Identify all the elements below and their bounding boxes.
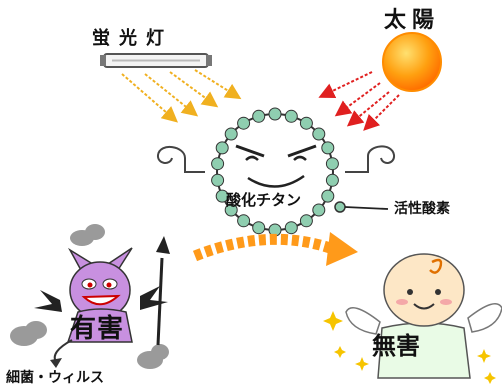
catalyst-bead — [252, 109, 266, 123]
catalyst-bead — [312, 203, 326, 217]
active-oxygen-label: 活性酸素 — [394, 201, 450, 217]
catalyst-bead — [211, 173, 225, 187]
catalyst-bead — [299, 214, 313, 228]
angel-icon — [345, 253, 502, 379]
reaction-arrow — [192, 232, 358, 266]
titanium-oxide-label: 酸化チタン — [226, 191, 302, 209]
catalyst-bead — [321, 189, 335, 203]
catalyst-bead — [312, 127, 326, 141]
trident-icon — [156, 236, 170, 346]
germ-devil-icon — [34, 247, 168, 368]
catalyst-bead — [215, 189, 229, 203]
bacteria-virus-label: 細菌・ウィルス — [6, 370, 104, 386]
fluorescent-lamp-icon — [100, 53, 212, 68]
titanium-oxide-character-icon — [157, 107, 396, 237]
catalyst-bead — [224, 203, 238, 217]
catalyst-bead — [215, 141, 229, 155]
catalyst-bead — [268, 107, 282, 121]
catalyst-bead — [284, 221, 298, 235]
catalyst-bead — [211, 157, 225, 171]
catalyst-bead — [224, 127, 238, 141]
harmless-label: 無害 — [372, 332, 420, 360]
sparkles — [323, 311, 496, 384]
catalyst-beads — [211, 107, 339, 237]
catalyst-bead — [325, 157, 339, 171]
active-oxygen-pointer — [334, 201, 389, 213]
lamp-rays — [121, 69, 242, 123]
catalyst-bead — [284, 109, 298, 123]
catalyst-bead — [321, 141, 335, 155]
catalyst-bead — [237, 214, 251, 228]
smoke-clouds — [10, 224, 169, 369]
sun-icon — [382, 32, 442, 92]
catalyst-bead — [252, 221, 266, 235]
sun-label: 太陽 — [384, 8, 441, 33]
catalyst-bead — [237, 116, 251, 130]
harmful-label: 有害 — [70, 314, 125, 344]
fluorescent-lamp-label: 蛍光灯 — [92, 28, 173, 49]
sun-rays — [318, 71, 400, 131]
catalyst-bead — [325, 173, 339, 187]
catalyst-bead — [299, 116, 313, 130]
